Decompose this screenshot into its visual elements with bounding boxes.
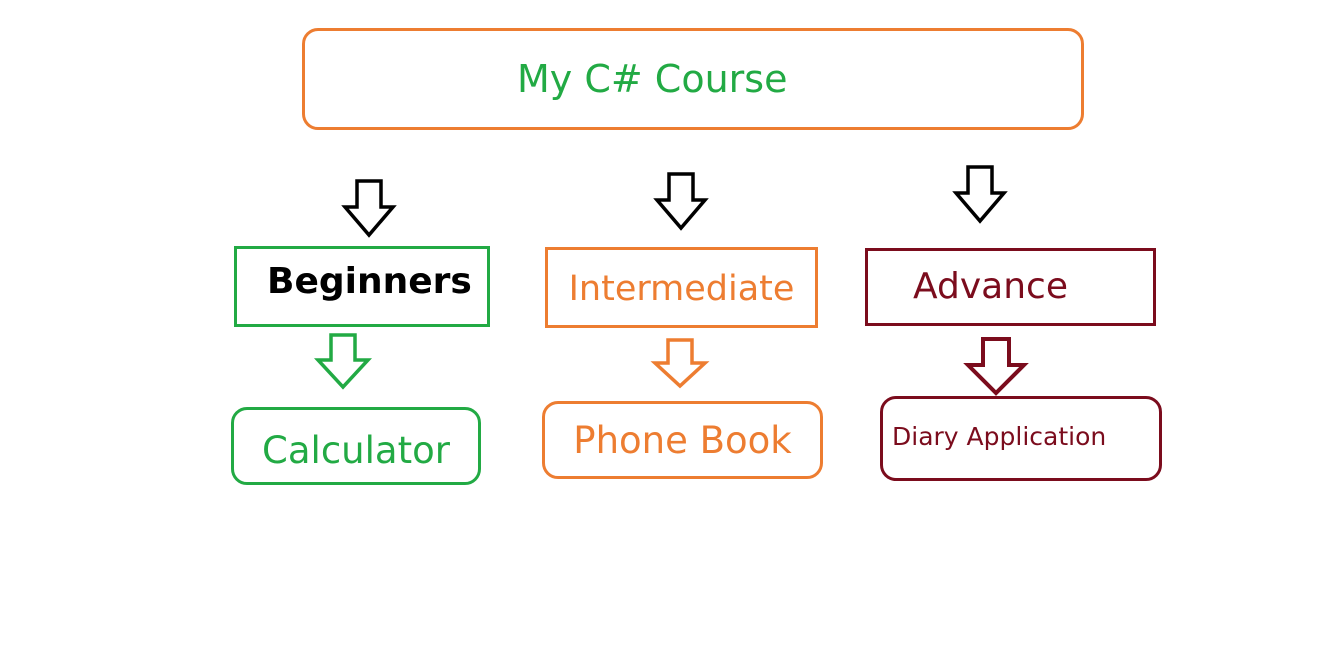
level-label: Intermediate: [568, 268, 795, 309]
project-label: Calculator: [262, 428, 450, 472]
down-arrow-icon: [341, 179, 397, 238]
level-label: Beginners: [267, 261, 472, 302]
down-arrow-icon: [650, 338, 710, 389]
down-arrow-icon: [963, 337, 1029, 396]
project-label: Phone Book: [573, 418, 792, 462]
project-box-calculator: Calculator: [231, 407, 481, 485]
level-box-beginners: Beginners: [234, 246, 490, 327]
course-title-box: My C# Course: [302, 28, 1084, 130]
course-title: My C# Course: [517, 57, 788, 101]
project-box-diary-application: Diary Application: [880, 396, 1162, 481]
level-label: Advance: [913, 265, 1068, 307]
down-arrow-icon: [952, 165, 1008, 224]
down-arrow-icon: [313, 333, 373, 390]
level-box-advance: Advance: [865, 248, 1156, 326]
project-label: Diary Application: [892, 421, 1107, 451]
level-box-intermediate: Intermediate: [545, 247, 818, 328]
down-arrow-icon: [653, 172, 709, 231]
project-box-phone-book: Phone Book: [542, 401, 823, 479]
